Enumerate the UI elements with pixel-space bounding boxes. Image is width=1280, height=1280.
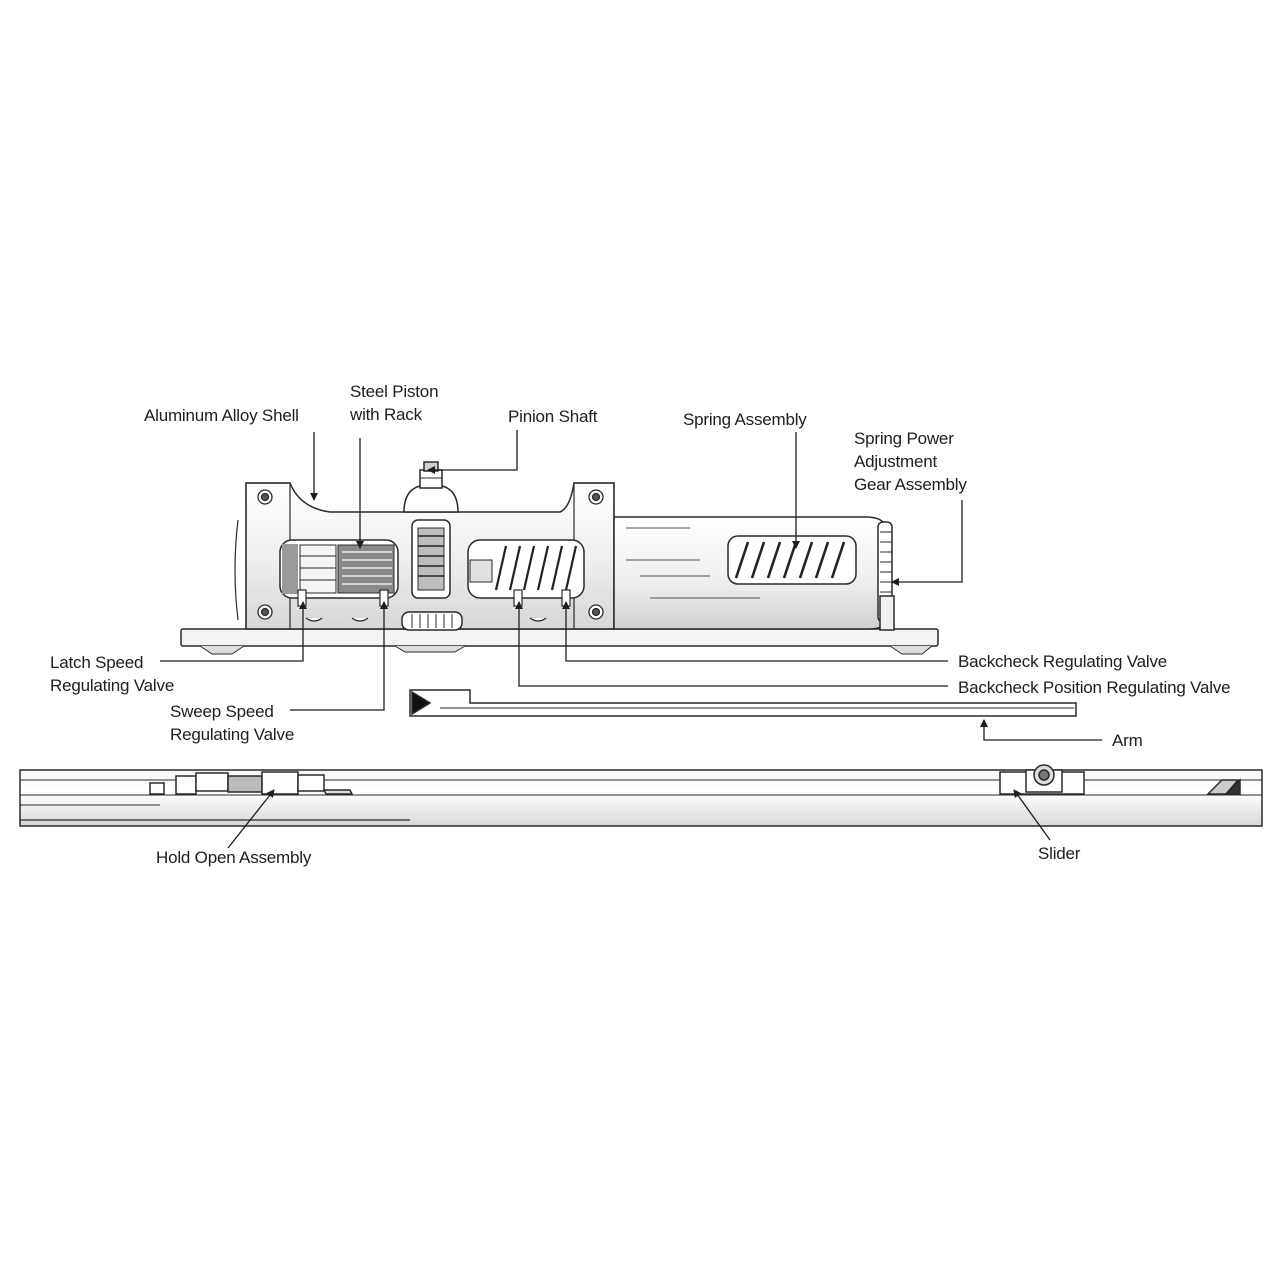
label-latch-speed-regulating-valve: Latch Speed Regulating Valve xyxy=(50,653,175,695)
arm-leader xyxy=(980,719,1102,741)
label-backcheck-position-regulating-valve: Backcheck Position Regulating Valve xyxy=(958,678,1231,697)
label-sweep-speed-regulating-valve: Sweep Speed Regulating Valve xyxy=(170,702,295,744)
latch-speed-leader xyxy=(160,601,307,662)
pinion-shaft-leader xyxy=(427,430,518,474)
sweep-speed-leader xyxy=(290,601,388,711)
backcheck-regulating-leader xyxy=(562,601,948,662)
hold-open-assembly xyxy=(149,771,354,795)
label-slider: Slider xyxy=(1038,844,1081,863)
adjustment-gear xyxy=(877,521,895,631)
spring-window xyxy=(727,535,857,585)
steel-piston xyxy=(299,544,337,594)
closer-body xyxy=(180,461,939,655)
label-steel-piston-with-rack: Steel Piston with Rack xyxy=(350,382,439,424)
slider-leader xyxy=(1013,789,1051,841)
pinion-shaft xyxy=(403,461,459,513)
base-plate xyxy=(180,628,939,647)
track xyxy=(19,764,1263,827)
label-arm: Arm xyxy=(1112,731,1143,750)
valve-screws xyxy=(297,589,571,622)
slider xyxy=(999,764,1085,795)
arm xyxy=(409,689,1077,717)
label-spring-power-adjustment-gear-assembly: Spring Power Adjustment Gear Assembly xyxy=(854,429,967,494)
leader-lines xyxy=(160,430,1102,849)
label-aluminum-alloy-shell: Aluminum Alloy Shell xyxy=(144,406,299,425)
label-backcheck-regulating-valve: Backcheck Regulating Valve xyxy=(958,652,1167,671)
inner-spring xyxy=(494,545,578,591)
label-spring-assembly: Spring Assembly xyxy=(683,410,807,429)
label-hold-open-assembly: Hold Open Assembly xyxy=(156,848,312,867)
spring-power-leader xyxy=(891,500,963,586)
mounting-screws xyxy=(257,489,604,620)
label-pinion-shaft: Pinion Shaft xyxy=(508,407,598,426)
hold-open-leader xyxy=(227,789,275,849)
backcheck-position-leader xyxy=(515,601,948,687)
